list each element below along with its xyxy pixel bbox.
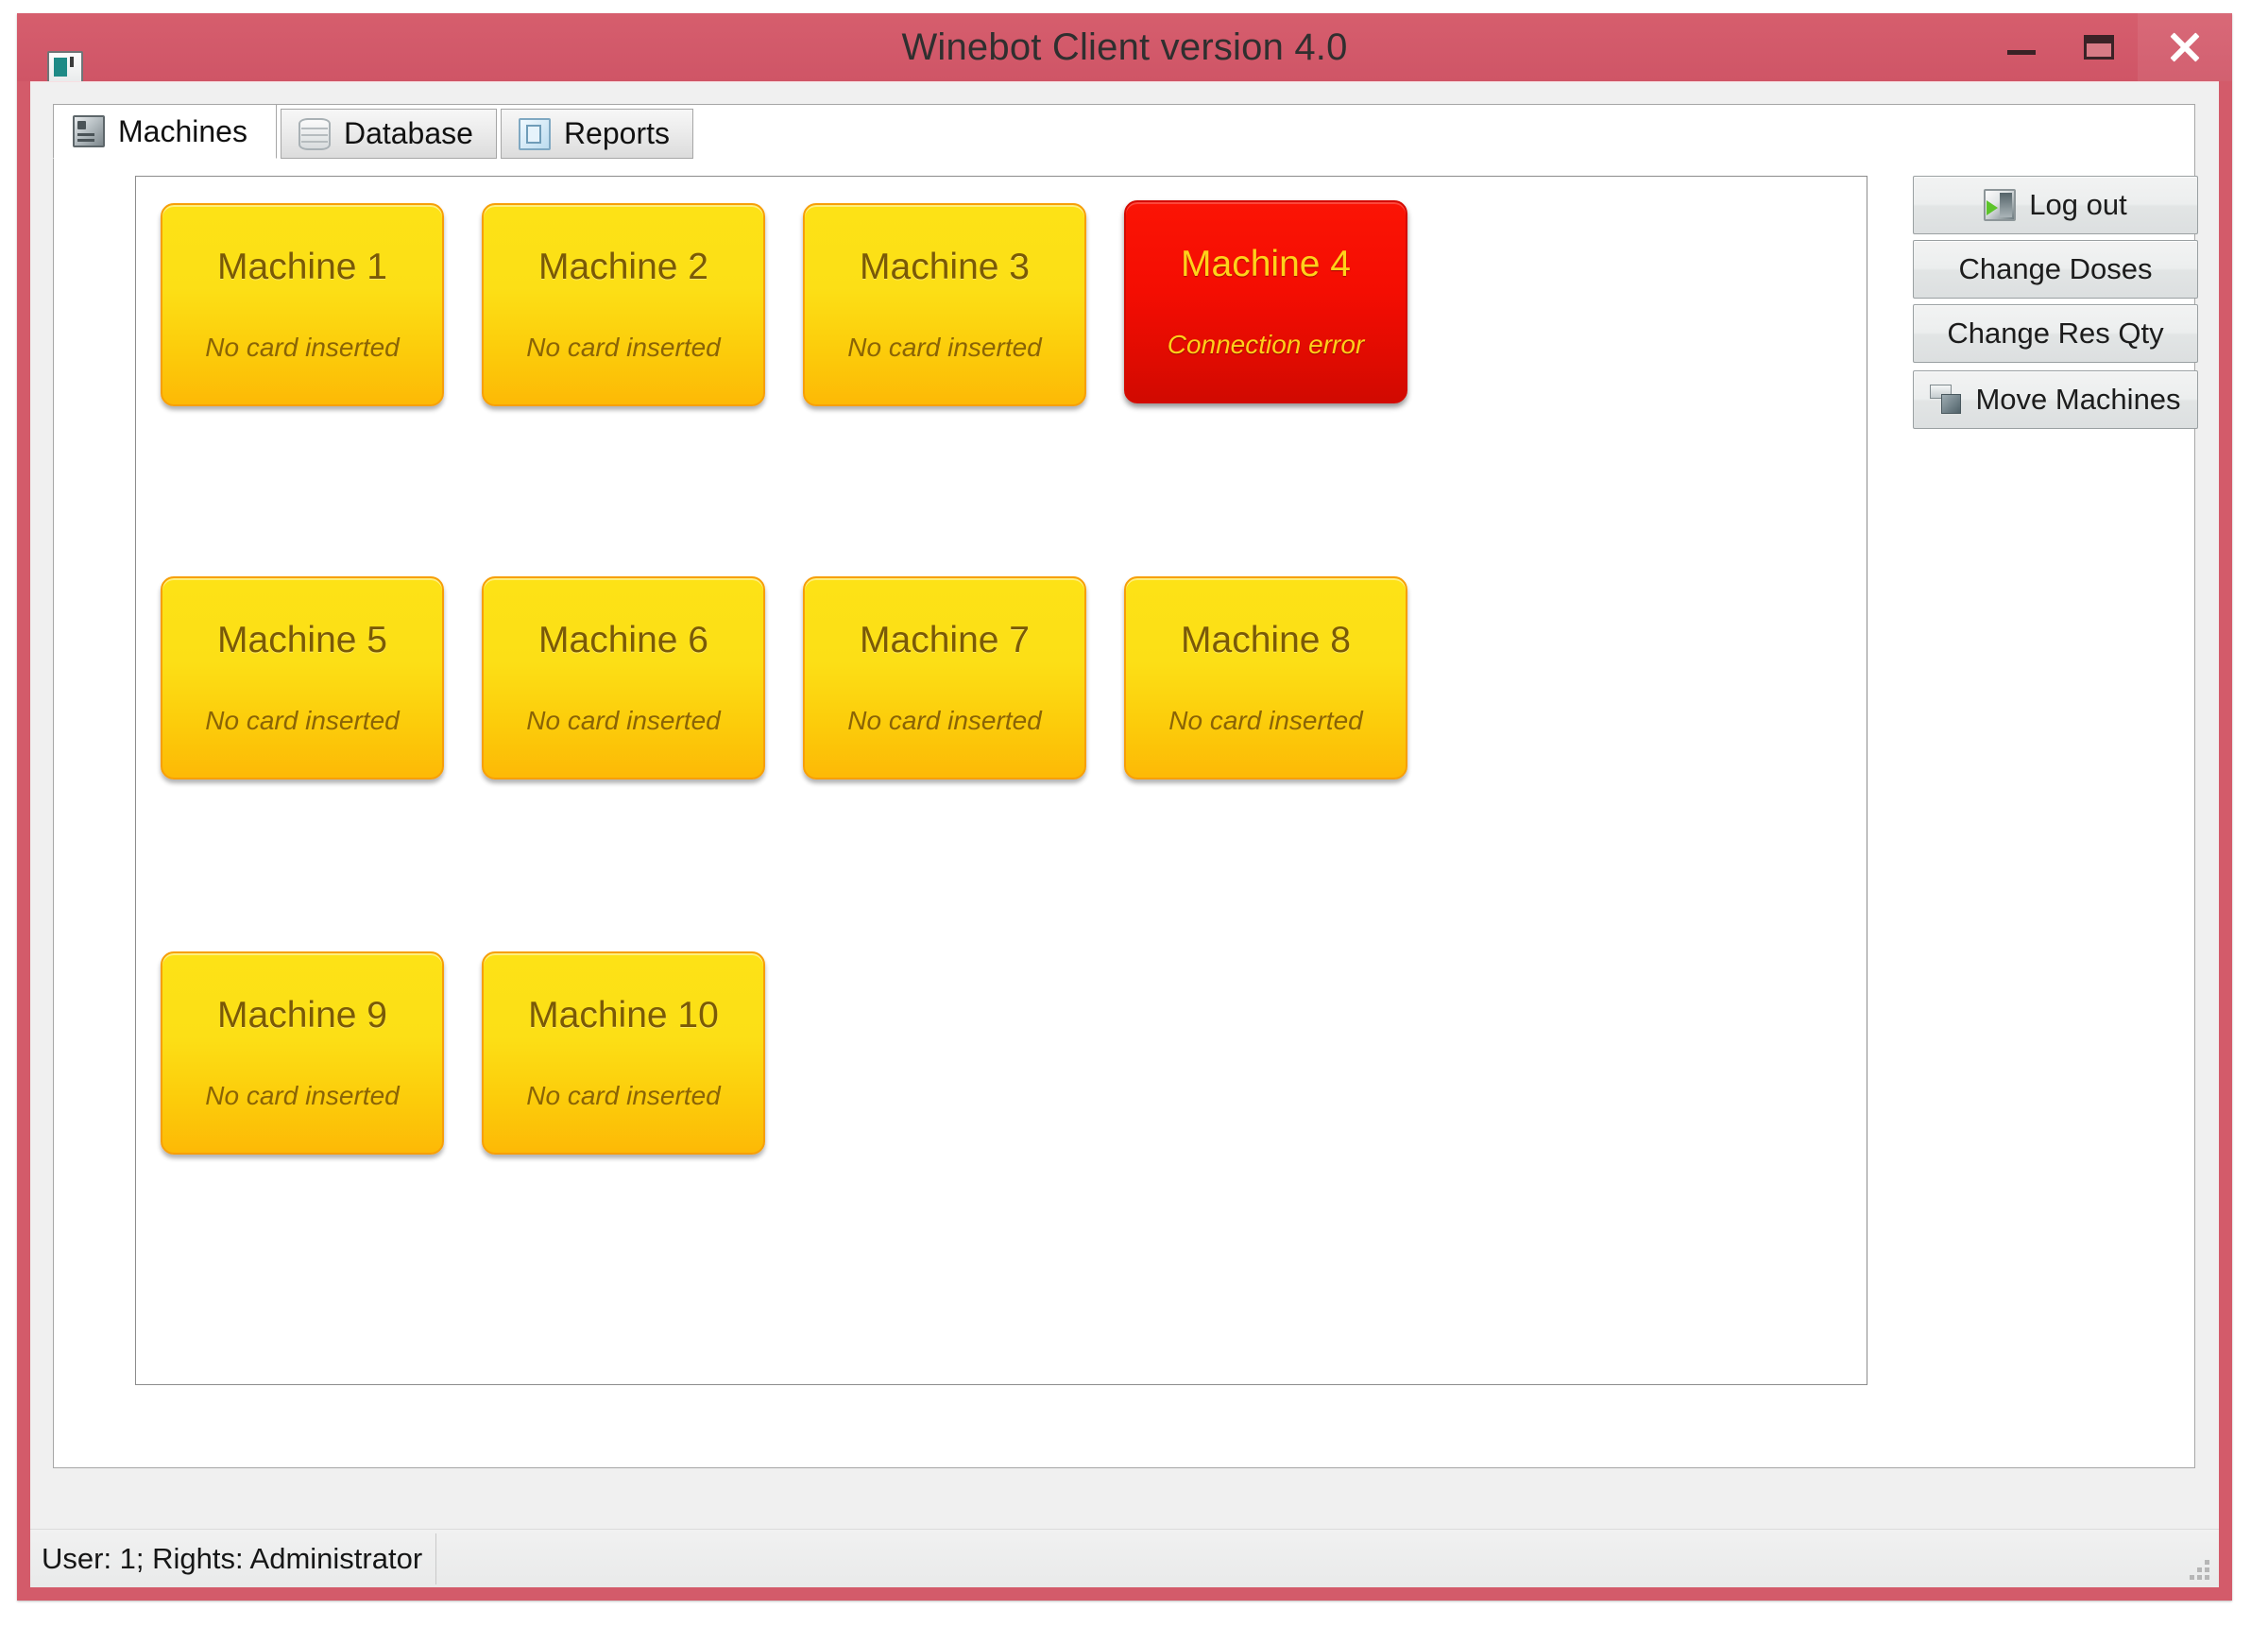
machines-panel: Machine 1 No card inserted Machine 2 No … [135, 176, 1867, 1385]
application-window: Winebot Client version 4.0 Machines [17, 13, 2232, 1601]
app-icon [47, 51, 83, 87]
change-res-qty-button-label: Change Res Qty [1947, 317, 2164, 350]
maximize-icon [2084, 35, 2114, 60]
machine-status: No card inserted [526, 1081, 721, 1110]
machine-tile-10[interactable]: Machine 10 No card inserted [482, 951, 765, 1155]
window-controls [1983, 13, 2232, 81]
machine-status: Connection error [1167, 330, 1365, 359]
tab-machines[interactable]: Machines [53, 104, 277, 159]
machine-name: Machine 8 [1181, 620, 1351, 660]
machine-tile-9[interactable]: Machine 9 No card inserted [161, 951, 444, 1155]
machine-tile-2[interactable]: Machine 2 No card inserted [482, 203, 765, 406]
machine-name: Machine 6 [538, 620, 708, 660]
machine-status: No card inserted [847, 706, 1042, 735]
tab-database-label: Database [343, 116, 473, 150]
action-button-panel: Log out Change Doses Change Res Qty Move… [1913, 176, 2198, 1385]
machine-tile-7[interactable]: Machine 7 No card inserted [803, 576, 1086, 779]
machine-tile-3[interactable]: Machine 3 No card inserted [803, 203, 1086, 406]
machine-status: No card inserted [526, 706, 721, 735]
machine-status: No card inserted [205, 1081, 400, 1110]
machine-name: Machine 9 [217, 995, 387, 1036]
status-bar: User: 1; Rights: Administrator [30, 1529, 2219, 1587]
minimize-button[interactable] [1983, 13, 2060, 81]
move-machines-button[interactable]: Move Machines [1913, 370, 2198, 429]
machine-name: Machine 7 [860, 620, 1030, 660]
resize-grip-icon[interactable] [2185, 1555, 2209, 1580]
machine-status: No card inserted [1168, 706, 1363, 735]
tab-control: Machines Database Reports Machine 1 No c… [53, 104, 2198, 1468]
machine-name: Machine 3 [860, 247, 1030, 287]
maximize-button[interactable] [2060, 13, 2138, 81]
client-area: Machines Database Reports Machine 1 No c… [30, 81, 2219, 1587]
machine-status: No card inserted [205, 333, 400, 362]
change-doses-button-label: Change Doses [1958, 252, 2153, 285]
close-icon [2168, 30, 2202, 64]
move-machines-button-label: Move Machines [1975, 383, 2181, 416]
machine-status: No card inserted [847, 333, 1042, 362]
machine-name: Machine 2 [538, 247, 708, 287]
machine-tile-6[interactable]: Machine 6 No card inserted [482, 576, 765, 779]
machine-status: No card inserted [205, 706, 400, 735]
change-doses-button[interactable]: Change Doses [1913, 240, 2198, 299]
logout-door-icon [1984, 189, 2017, 221]
change-res-qty-button[interactable]: Change Res Qty [1913, 304, 2198, 363]
machine-icon [73, 115, 105, 147]
machine-name: Machine 5 [217, 620, 387, 660]
move-windows-icon [1930, 384, 1962, 416]
tab-machines-label: Machines [118, 113, 247, 148]
tab-strip: Machines Database Reports [53, 104, 697, 159]
machine-name: Machine 4 [1181, 244, 1351, 284]
tab-database[interactable]: Database [280, 109, 497, 159]
machine-tile-5[interactable]: Machine 5 No card inserted [161, 576, 444, 779]
machine-name: Machine 1 [217, 247, 387, 287]
database-icon [298, 117, 331, 150]
close-button[interactable] [2138, 13, 2232, 81]
machine-tile-8[interactable]: Machine 8 No card inserted [1124, 576, 1407, 779]
machine-tile-1[interactable]: Machine 1 No card inserted [161, 203, 444, 406]
minimize-icon [2007, 49, 2036, 55]
tab-reports[interactable]: Reports [500, 109, 693, 159]
tab-reports-label: Reports [563, 116, 670, 150]
log-out-button-label: Log out [2029, 188, 2127, 221]
title-bar: Winebot Client version 4.0 [17, 13, 2232, 87]
status-user-info: User: 1; Rights: Administrator [42, 1533, 437, 1584]
machine-name: Machine 10 [528, 995, 719, 1036]
machine-status: No card inserted [526, 333, 721, 362]
machine-tile-4[interactable]: Machine 4 Connection error [1124, 200, 1407, 403]
log-out-button[interactable]: Log out [1913, 176, 2198, 234]
report-icon [518, 117, 551, 150]
window-title: Winebot Client version 4.0 [901, 26, 1348, 68]
